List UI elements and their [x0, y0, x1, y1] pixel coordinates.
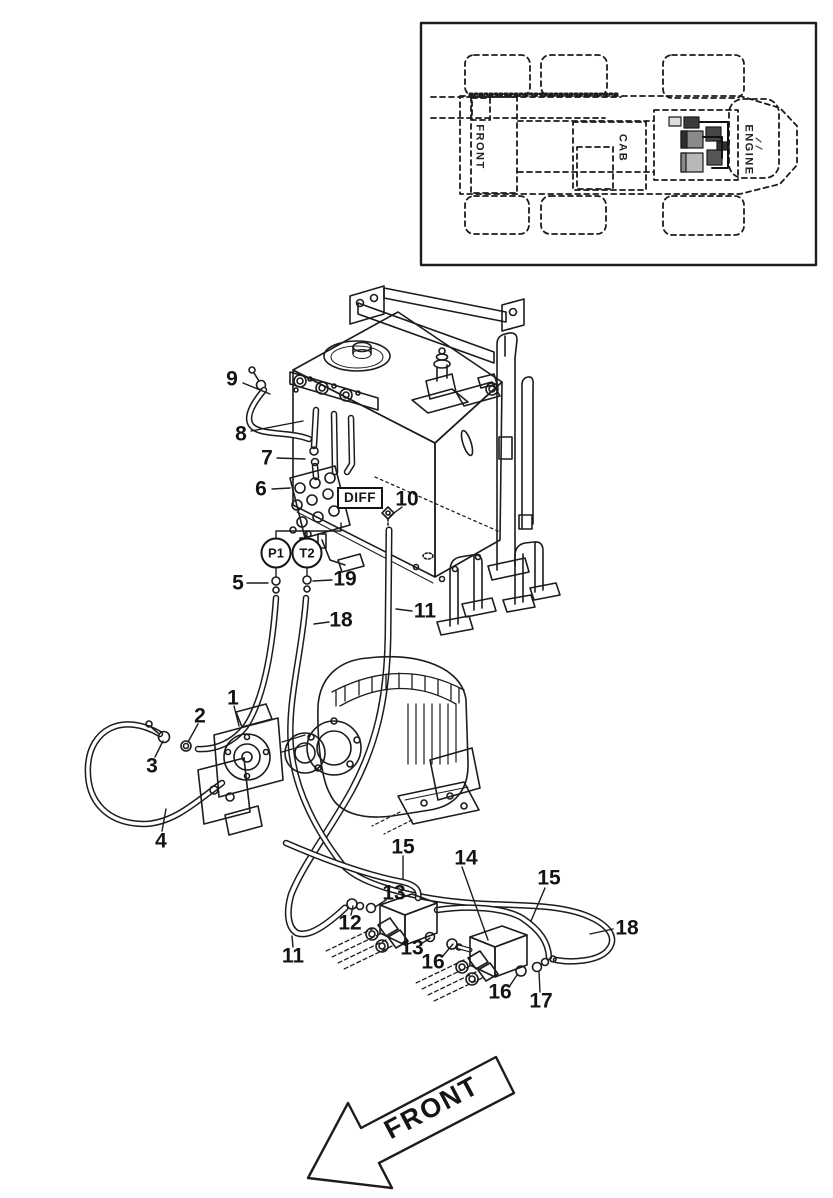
inset-engine-label: ENGINE — [742, 124, 755, 176]
port-label-p1: P1 — [260, 537, 292, 569]
hydraulic-tank-drawing — [292, 285, 561, 636]
inset-cab-label: CAB — [616, 133, 629, 163]
vehicle-inset-drawing — [419, 21, 818, 267]
diff-label: DIFF — [337, 487, 383, 509]
solenoid-valves-drawing — [323, 893, 557, 1003]
inset-front-label: FRONT — [473, 124, 486, 170]
pump-engine-drawing — [145, 656, 481, 836]
front-direction-arrow — [306, 1055, 516, 1190]
callout-leader-lines — [154, 382, 614, 993]
port-label-t2: T2 — [291, 537, 323, 569]
return-valve-assembly-drawing — [245, 366, 395, 594]
hose-drawing — [84, 526, 616, 965]
